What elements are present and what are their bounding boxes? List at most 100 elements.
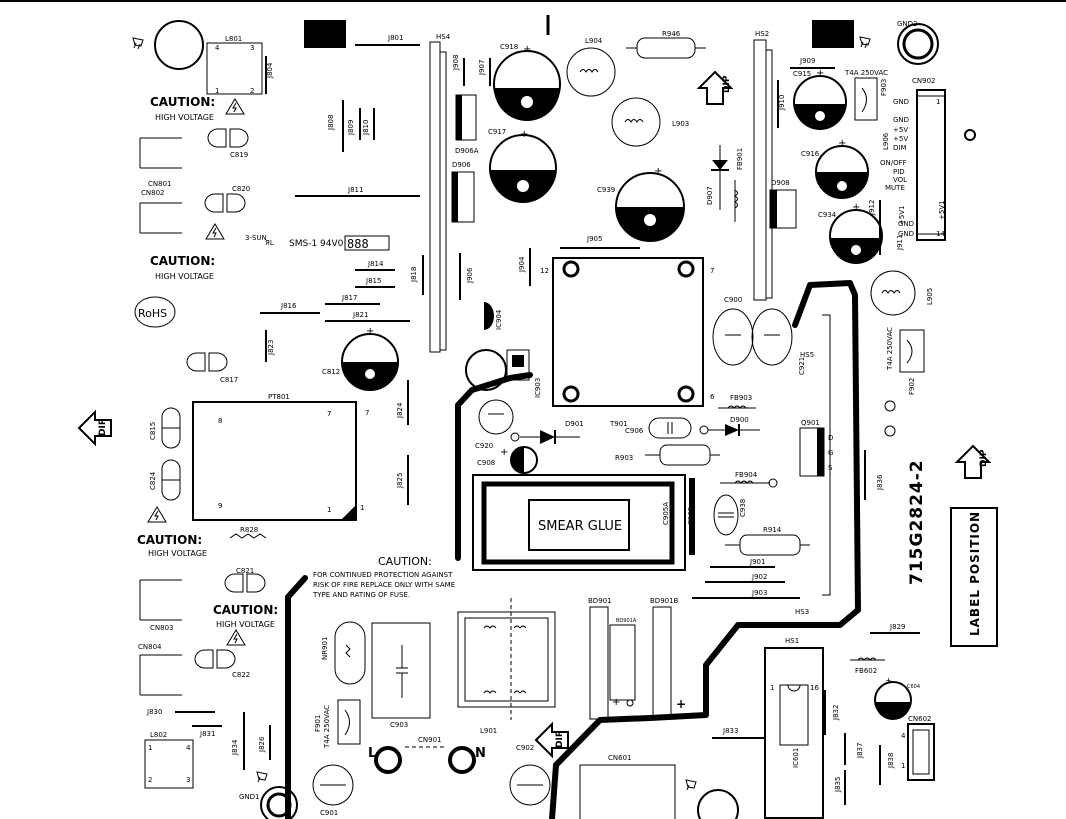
mount-hole-gnd1 <box>260 786 298 819</box>
mount-hole-bottom <box>697 789 739 819</box>
svg-text:S: S <box>828 464 833 472</box>
high-voltage-icon <box>147 506 167 523</box>
fuse-f903: T4A 250VAC F903 <box>844 69 888 121</box>
fuse-warning-title: CAUTION: <box>378 555 432 568</box>
label-position-box <box>950 507 998 647</box>
refdes-d900: D900 <box>730 416 749 424</box>
cap-c902: C902 <box>509 744 551 806</box>
pin-label-5v: +5V <box>893 135 908 143</box>
refdes-c906: C906 <box>625 427 644 435</box>
refdes-j837: J837 <box>856 743 864 759</box>
sms-mark: SMS-1 94V0 <box>289 239 344 249</box>
svg-text:+: + <box>654 166 662 177</box>
dip-arrow-left: DIP <box>78 411 112 445</box>
refdes-r914: R914 <box>763 526 782 534</box>
high-voltage-icon <box>226 629 246 646</box>
refdes-c604: C604 <box>907 684 920 690</box>
resistor-r946: R946 <box>626 30 706 59</box>
fuse-warning-line-1: FOR CONTINUED PROTECTION AGAINST <box>313 571 453 579</box>
ul-mark: ЯL <box>265 239 274 247</box>
transformer-t901: SMEAR GLUE <box>472 474 686 571</box>
svg-text:16: 16 <box>810 684 819 692</box>
svg-text:+: + <box>612 697 620 708</box>
refdes-ic904: IC904 <box>495 309 503 330</box>
fuse-rating-f901: T4A 250VAC <box>323 705 331 749</box>
refdes-j804: J804 <box>266 62 274 79</box>
svg-text:+: + <box>816 68 824 79</box>
refdes-j801: J801 <box>387 34 403 42</box>
refdes-cn602: CN602 <box>908 715 932 723</box>
svg-text:2: 2 <box>250 87 254 95</box>
svg-text:4: 4 <box>901 732 906 740</box>
refdes-bd901a: BD901A <box>616 618 637 624</box>
mount-hole-gnd2 <box>897 23 939 65</box>
test-point <box>884 400 896 412</box>
refdes-l904: L904 <box>585 37 603 45</box>
heatsink-hs5: HS5 <box>800 314 831 596</box>
ferrite-fb901: FB901 <box>734 148 744 222</box>
refdes-f902: F902 <box>908 378 916 395</box>
pin-label-5v: +5V <box>893 126 908 134</box>
refdes-ic601: IC601 <box>792 748 800 768</box>
refdes-j817: J817 <box>341 294 357 302</box>
transistor-q901: Q901 DGS <box>799 419 833 477</box>
caution-title-1: CAUTION: <box>150 95 215 109</box>
svg-text:+: + <box>676 697 686 711</box>
refdes-c938: C938 <box>739 499 747 517</box>
refdes-c934: C934 <box>818 211 837 219</box>
svg-text:+: + <box>366 326 374 337</box>
pin-label-gnd: GND <box>893 98 909 106</box>
refdes-j811: J811 <box>347 186 363 194</box>
pin-label-vol: VOL <box>893 176 907 184</box>
refdes-j831: J831 <box>199 730 215 738</box>
refdes-hs2: HS2 <box>755 30 769 38</box>
refdes-l801: L801 <box>225 35 242 43</box>
trace-hv-center <box>455 372 533 561</box>
cap-c821 <box>224 573 266 593</box>
connector-cn803: CN803 <box>139 579 182 632</box>
refdes-hs1: HS1 <box>785 637 799 645</box>
inductor-l903: L903 <box>611 97 689 147</box>
refdes-c918: C918 <box>500 43 518 51</box>
refdes-j908: J908 <box>452 55 460 71</box>
refdes-j823: J823 <box>267 340 275 356</box>
svg-text:4: 4 <box>215 44 220 52</box>
refdes-j832: J832 <box>832 705 840 721</box>
pin-label-gnd: GND <box>893 116 909 124</box>
svg-text:8: 8 <box>218 417 222 425</box>
svg-text:1: 1 <box>936 98 940 106</box>
dip-arrow-top: DIP <box>698 71 732 105</box>
resistor-r903: R903 <box>615 444 720 466</box>
refdes-fb901: FB901 <box>736 148 744 170</box>
refdes-j905: J905 <box>586 235 602 243</box>
label-position-text: LABEL POSITION <box>968 511 982 636</box>
svg-text:3: 3 <box>186 776 190 784</box>
cap-c915: + C915 <box>793 68 847 130</box>
connector-cn902: 1 14 <box>916 89 946 241</box>
refdes-d908: D908 <box>771 179 790 187</box>
refdes-r946: R946 <box>662 30 681 38</box>
refdes-j907: J907 <box>478 60 486 76</box>
resistor-r828 <box>229 533 267 539</box>
high-voltage-icon <box>225 98 245 115</box>
refdes-fb904: FB904 <box>735 471 758 479</box>
svg-text:9: 9 <box>218 502 222 510</box>
cap-c908: + C908 <box>477 446 538 474</box>
heatsink-hs2: HS2 <box>753 30 773 301</box>
refdes-l802: L802 <box>150 731 167 739</box>
refdes-ic903: IC903 <box>534 378 542 398</box>
fuse-f901: F901 T4A 250VAC <box>314 699 361 749</box>
svg-text:3: 3 <box>250 44 254 52</box>
svg-text:14: 14 <box>936 230 945 238</box>
refdes-j816: J816 <box>280 302 297 310</box>
svg-text:+: + <box>520 129 528 140</box>
refdes-j808: J808 <box>327 115 335 131</box>
refdes-c817: C817 <box>220 376 238 384</box>
refdes-c903: C903 <box>390 721 408 729</box>
cap-c920: C920 <box>475 399 514 450</box>
dip-arrow-bottom: DIP <box>535 723 569 757</box>
pad-top-right <box>812 20 854 48</box>
cap-c938: C938 <box>713 494 747 536</box>
